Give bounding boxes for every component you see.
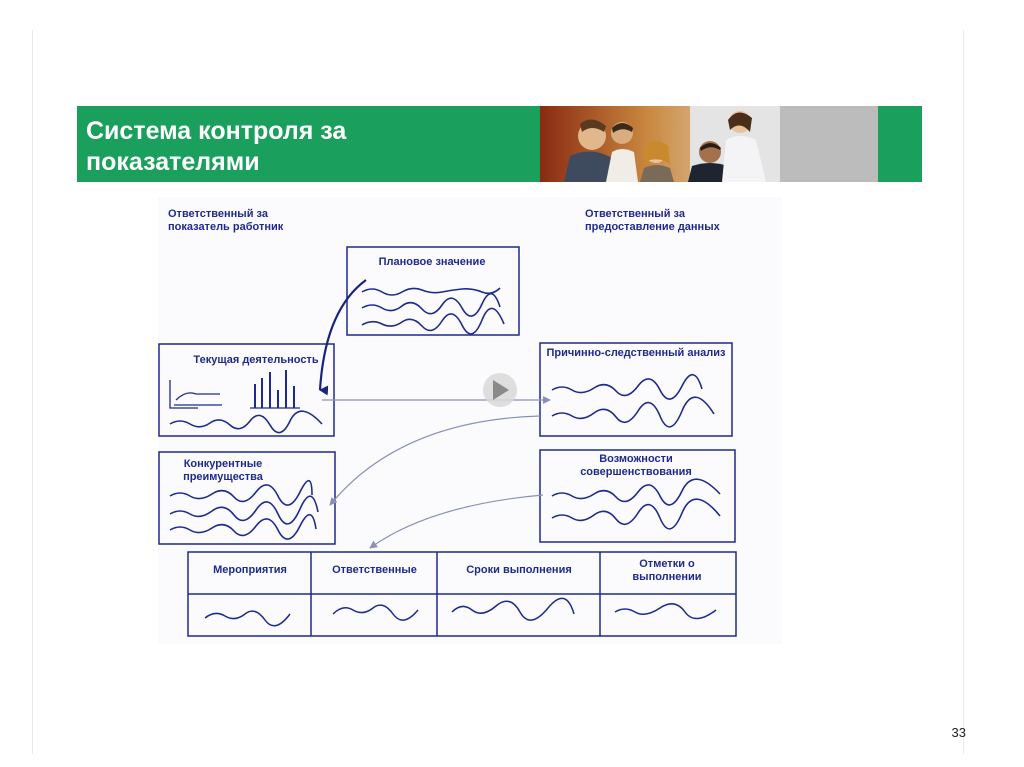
table-header-marks: Отметки о выполнении: [612, 558, 722, 584]
table-header-deadlines: Сроки выполнения: [439, 564, 599, 577]
box-cause-title: Причинно-следственный анализ: [542, 347, 730, 360]
page-number: 33: [952, 725, 966, 740]
box-improvement-title: Возможности совершенствования: [556, 453, 716, 479]
table-header-responsible: Ответственные: [313, 564, 436, 577]
play-icon[interactable]: [483, 373, 517, 407]
box-competitive-title: Конкурентные преимущества: [168, 458, 278, 484]
table-header-actions: Мероприятия: [190, 564, 310, 577]
box-current-title: Текущая деятельность: [176, 354, 336, 367]
box-planned-title: Плановое значение: [352, 256, 512, 269]
